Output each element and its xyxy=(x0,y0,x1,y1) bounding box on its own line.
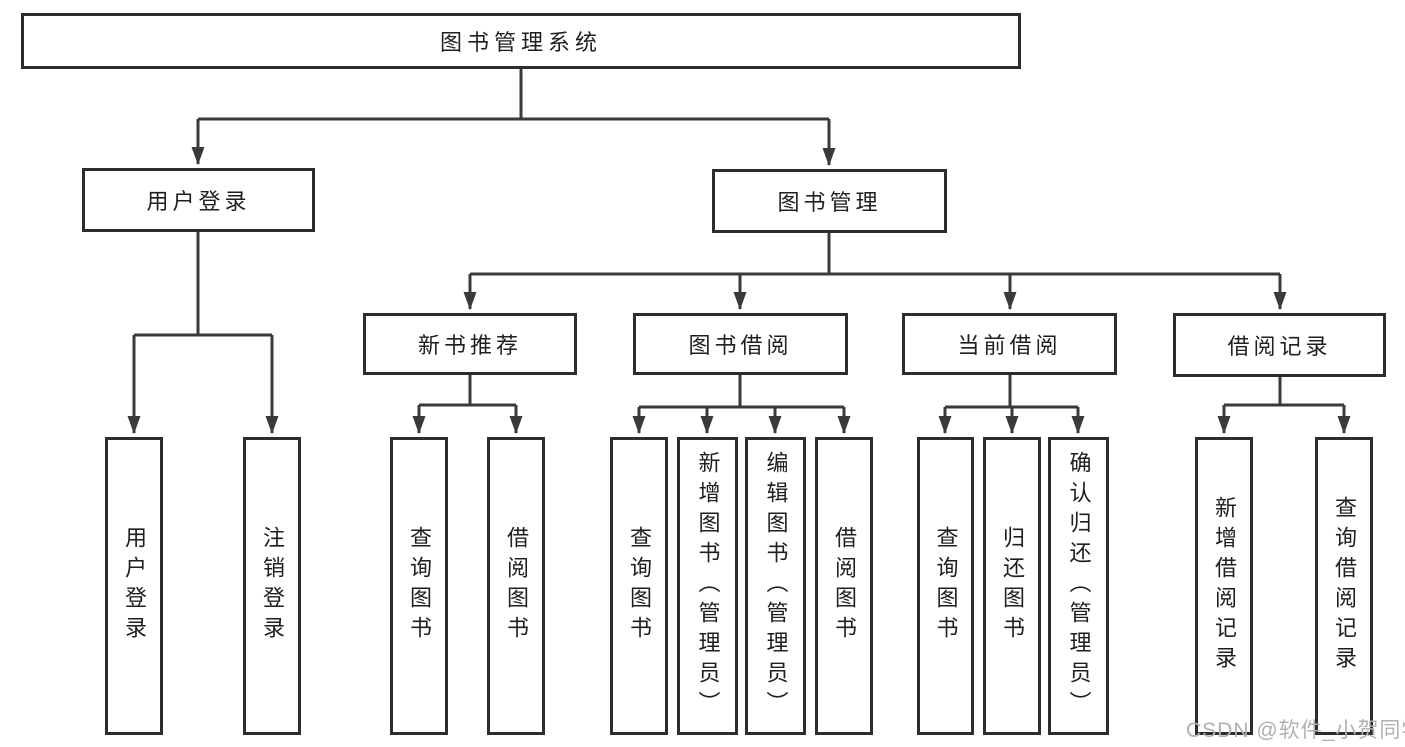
node-current-borrowing: 当前借阅 xyxy=(902,313,1117,375)
node-label: 确认归还（管理员） xyxy=(1066,451,1092,721)
node-book-management: 图书管理 xyxy=(712,169,947,233)
leaf-query-borrow-record: 查询借阅记录 xyxy=(1315,437,1373,735)
node-label: 用户登录 xyxy=(146,189,251,214)
node-label: 当前借阅 xyxy=(957,333,1062,358)
leaf-add-borrow-record: 新增借阅记录 xyxy=(1195,437,1253,735)
leaf-return-books: 归还图书 xyxy=(983,437,1041,735)
leaf-borrow-books: 借阅图书 xyxy=(815,437,873,735)
node-label: 查询借阅记录 xyxy=(1332,496,1357,676)
node-borrowing-records: 借阅记录 xyxy=(1173,313,1386,377)
node-new-book-recommendation: 新书推荐 xyxy=(363,313,577,375)
node-label: 图书借阅 xyxy=(688,333,793,358)
leaf-query-books-borrow: 查询图书 xyxy=(610,437,668,735)
leaf-edit-book-admin: 编辑图书（管理员） xyxy=(745,437,806,735)
node-label: 查询图书 xyxy=(407,526,432,646)
node-label: 归还图书 xyxy=(1000,526,1025,646)
leaf-query-books-current: 查询图书 xyxy=(917,437,974,735)
leaf-borrow-books-recommend: 借阅图书 xyxy=(487,437,545,735)
node-label: 查询图书 xyxy=(933,526,959,646)
leaf-add-book-admin: 新增图书（管理员） xyxy=(677,437,738,735)
node-label: 借阅图书 xyxy=(832,526,857,646)
leaf-user-login: 用户登录 xyxy=(105,437,163,735)
node-label: 图书管理系统 xyxy=(439,30,602,55)
leaf-query-books-recommend: 查询图书 xyxy=(390,437,448,735)
node-label: 新增图书（管理员） xyxy=(695,451,721,721)
leaf-logout: 注销登录 xyxy=(243,437,301,735)
node-book-borrowing: 图书借阅 xyxy=(633,313,848,375)
leaf-confirm-return-admin: 确认归还（管理员） xyxy=(1048,437,1109,735)
node-label: 新增借阅记录 xyxy=(1212,496,1237,676)
node-user-login: 用户登录 xyxy=(82,168,315,232)
node-label: 图书管理 xyxy=(777,190,882,215)
node-book-management-system: 图书管理系统 xyxy=(21,13,1021,69)
node-label: 借阅记录 xyxy=(1227,334,1332,359)
node-label: 新书推荐 xyxy=(417,333,522,358)
node-label: 注销登录 xyxy=(260,526,285,646)
node-label: 借阅图书 xyxy=(504,526,529,646)
node-label: 编辑图书（管理员） xyxy=(763,451,789,721)
node-label: 用户登录 xyxy=(122,526,147,646)
node-label: 查询图书 xyxy=(627,526,652,646)
watermark: CSDN @软件_小贺同学 xyxy=(1186,719,1405,742)
